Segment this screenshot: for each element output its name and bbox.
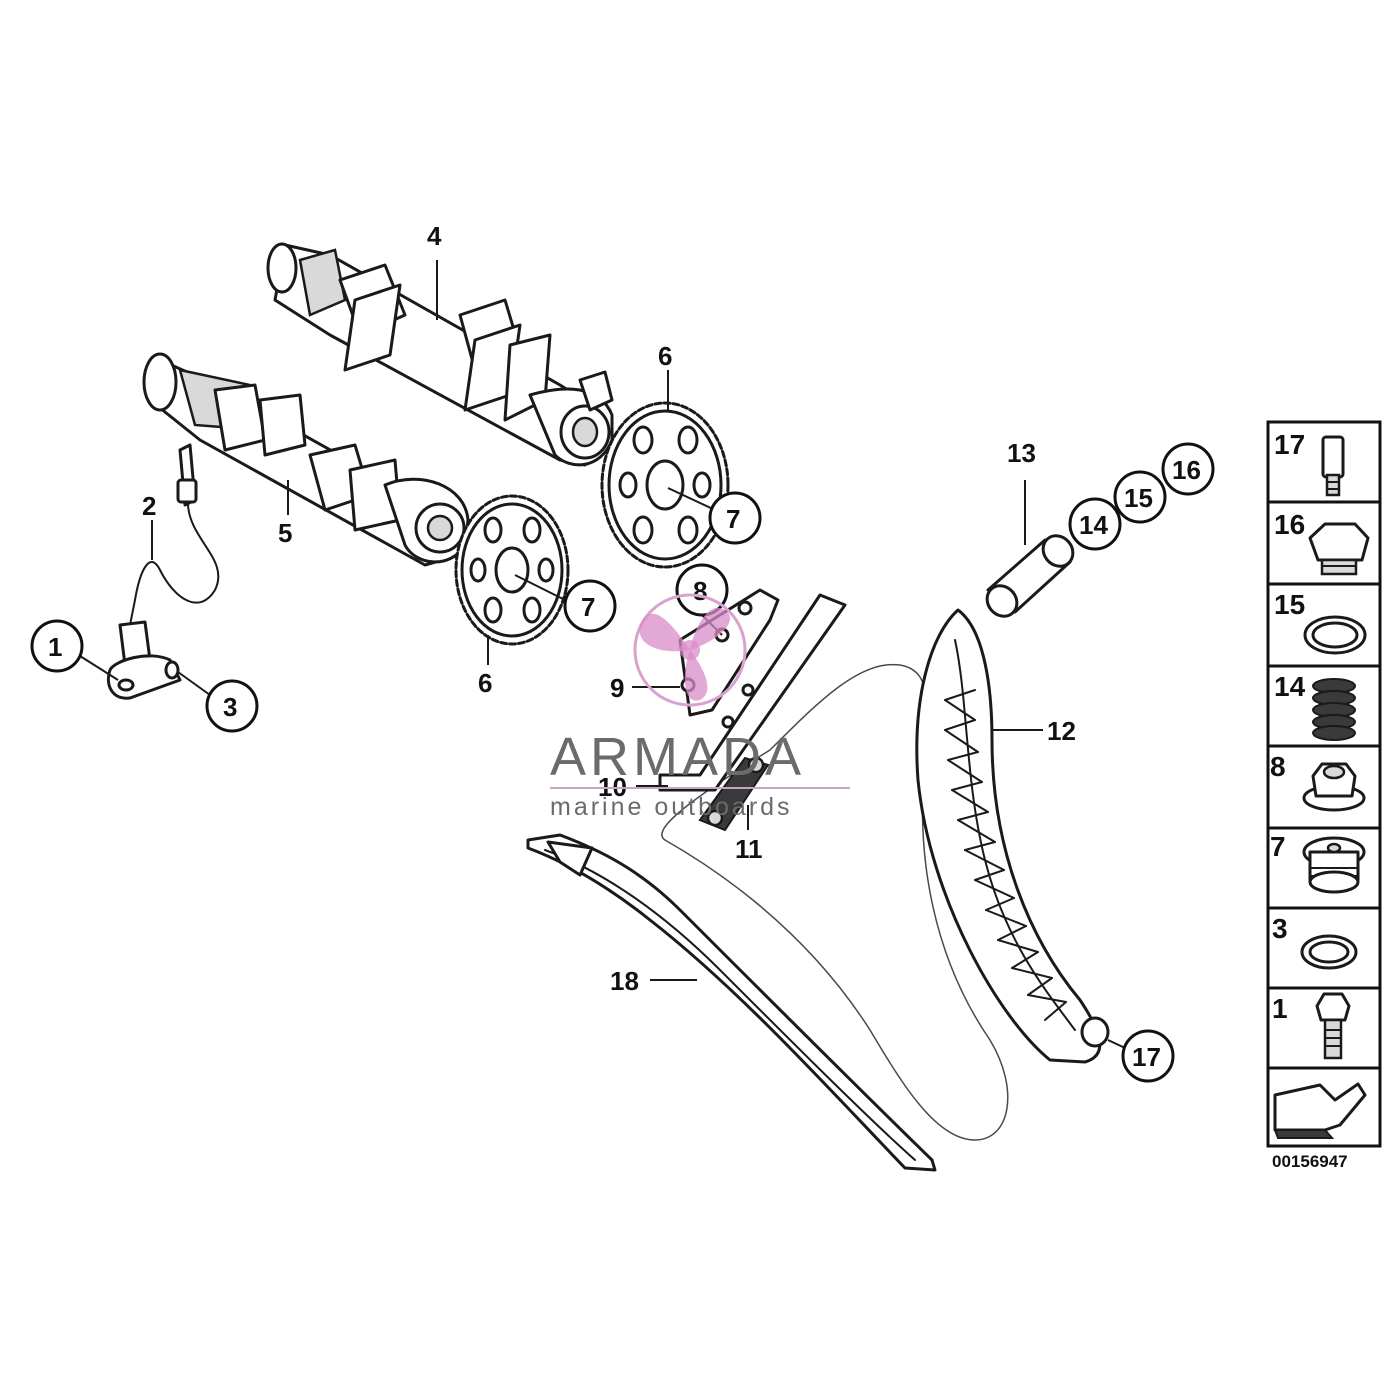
arrow-icon [1273,1082,1367,1139]
tensioner-piston [985,534,1075,618]
bolt-icon [1315,992,1351,1060]
side-panel: 17 16 15 14 8 7 3 1 [1266,420,1382,1171]
panel-label-15: 15 [1274,589,1305,620]
callout-2: 2 [142,491,156,521]
callout-12: 12 [1047,716,1076,746]
callout-14: 14 [1079,510,1108,540]
panel-label-3: 3 [1272,913,1288,944]
callout-11: 11 [735,834,763,864]
camshaft-sensor [106,443,220,700]
watermark-brand: ARMADA [550,727,805,787]
callout-8: 8 [693,576,707,606]
seal-ring-icon [1303,615,1367,655]
tensioner-rail-ribs [944,689,1067,1021]
callout-6-lower: 6 [478,668,492,698]
bolt-icon [1321,435,1345,497]
cap-icon [1308,522,1370,576]
chain-guide-lower [526,833,937,1172]
sprocket-lower [454,494,570,646]
timing-chain-outline [661,663,1009,1141]
callout-13: 13 [1007,438,1036,468]
panel-label-8: 8 [1270,751,1286,782]
callout-4: 4 [427,221,442,251]
callout-18: 18 [610,966,639,996]
watermark-tagline: marine outboards [550,793,793,821]
callout-9: 9 [610,673,624,703]
callout-1: 1 [48,632,62,662]
callout-5: 5 [278,518,292,548]
callout-16: 16 [1172,455,1201,485]
watermark: ARMADA marine outboards [550,593,850,821]
panel-label-1: 1 [1272,993,1288,1024]
callout-7-upper: 7 [726,504,740,534]
spring-icon [1312,678,1356,741]
figure-number: 00156947 [1272,1152,1348,1171]
callout-7-lower: 7 [581,592,595,622]
callout-3: 3 [223,692,237,722]
panel-label-14: 14 [1274,671,1306,702]
panel-label-17: 17 [1274,429,1305,460]
sprocket-upper [600,401,730,569]
camshaft-upper [266,242,614,467]
callout-6-upper: 6 [658,341,672,371]
panel-label-16: 16 [1274,509,1305,540]
callout-17: 17 [1132,1042,1161,1072]
camshaft-lower [142,352,470,567]
plug-icon [1302,836,1366,894]
callout-15: 15 [1124,483,1153,513]
nut-icon [1302,762,1366,812]
propeller-logo-icon [633,593,747,707]
tensioner-rail [915,608,1110,1064]
panel-label-7: 7 [1270,831,1286,862]
seal-ring-icon [1300,934,1358,970]
chain-link [698,756,770,832]
